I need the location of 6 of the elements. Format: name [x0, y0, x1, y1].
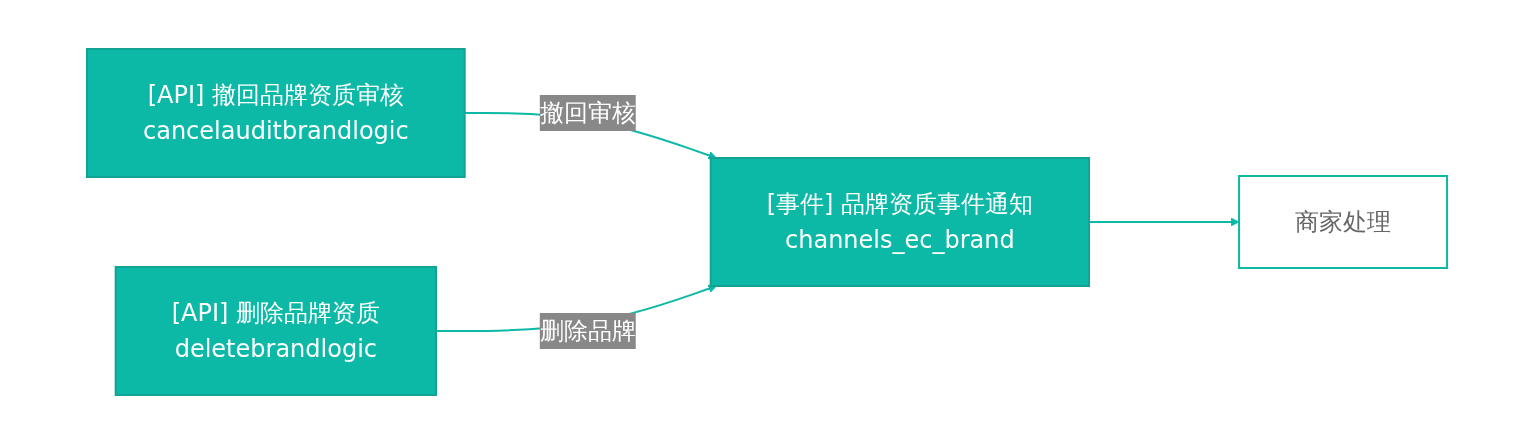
node-box: 商家处理: [1238, 175, 1449, 269]
edge-label: 撤回审核: [540, 99, 637, 127]
node-box: [API] 撤回品牌资质审核 cancelauditbrandlogic: [86, 48, 467, 178]
node-box: [API] 删除品牌资质 deletebrandlogic: [115, 266, 438, 396]
node-box: [事件] 品牌资质事件通知 channels_ec_brand: [710, 157, 1091, 287]
edge-label: 删除品牌: [540, 317, 637, 345]
